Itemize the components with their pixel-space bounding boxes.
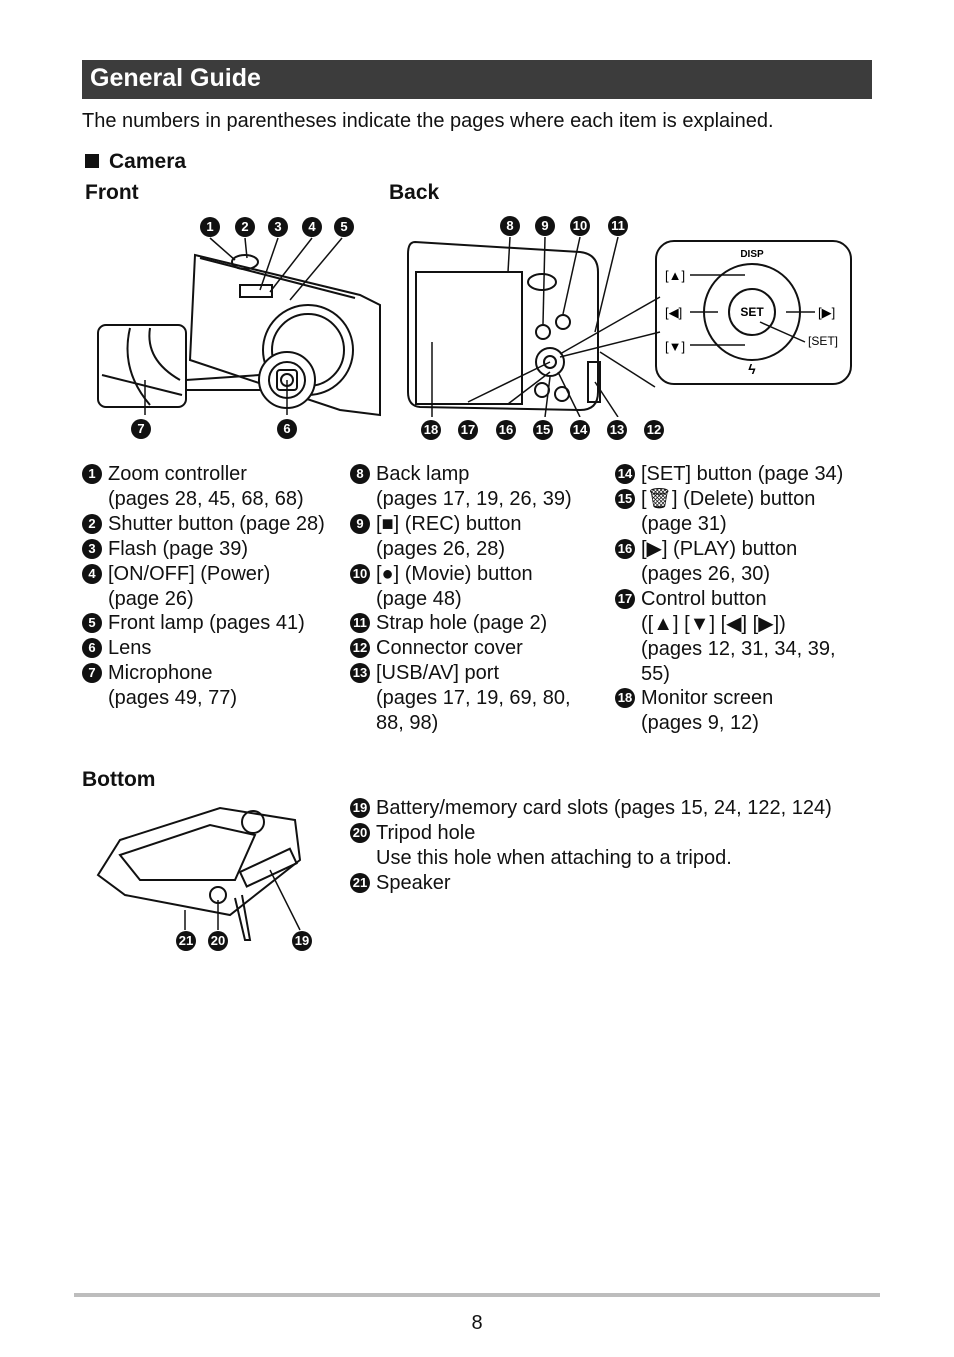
legend-number: 20 — [350, 823, 370, 843]
page-number: 8 — [471, 1312, 483, 1334]
legend-text: [USB/AV] port (pages 17, 19, 69, 80, 88,… — [376, 662, 571, 734]
legend-number: 8 — [350, 464, 370, 484]
legend-text: Shutter button (page 28) — [108, 513, 325, 535]
legend-number: 17 — [615, 589, 635, 609]
dpad-set-button-label: [SET] — [808, 334, 838, 348]
legend-text: Zoom controller (pages 28, 45, 68, 68) — [108, 463, 304, 510]
callout-12: 12 — [644, 420, 664, 440]
section-header: General Guide — [82, 60, 872, 99]
callout-9: 9 — [535, 216, 555, 236]
legend-text: Front lamp (pages 41) — [108, 612, 305, 634]
back-label: Back — [389, 181, 440, 204]
legend-number: 3 — [82, 539, 102, 559]
footer-divider — [74, 1293, 880, 1297]
legend-text: Strap hole (page 2) — [376, 612, 548, 634]
legend-text: Monitor screen (pages 9, 12) — [641, 687, 774, 734]
callout-11: 11 — [608, 216, 628, 236]
callout-10: 10 — [570, 216, 590, 236]
legend-text: [■] (REC) button (pages 26, 28) — [376, 513, 522, 560]
legend-number: 19 — [350, 798, 370, 818]
legend-text: [●] (Movie) button (page 48) — [376, 563, 533, 610]
legend-number: 1 — [82, 464, 102, 484]
callout-4: 4 — [302, 217, 322, 237]
legend-number: 14 — [615, 464, 635, 484]
legend-text: Flash (page 39) — [108, 538, 249, 560]
legend-text: [▶] (PLAY) button (pages 26, 30) — [641, 538, 798, 585]
legend-text: Battery/memory card slots (pages 15, 24,… — [376, 797, 832, 819]
legend-number: 15 — [615, 489, 635, 509]
legend-text: [ON/OFF] (Power) (page 26) — [108, 563, 271, 610]
bottom-label: Bottom — [82, 768, 156, 791]
legend-text: [SET] button (page 34) — [641, 463, 844, 485]
legend-text: Back lamp (pages 17, 19, 26, 39) — [376, 463, 572, 510]
legend-number: 4 — [82, 564, 102, 584]
legend-text: Connector cover — [376, 637, 523, 659]
intro-text: The numbers in parentheses indicate the … — [82, 110, 774, 132]
legend-number: 16 — [615, 539, 635, 559]
legend-number: 18 — [615, 688, 635, 708]
page-title: General Guide — [90, 64, 261, 92]
callout-21: 21 — [176, 931, 196, 951]
callout-15: 15 — [533, 420, 553, 440]
callout-5: 5 — [334, 217, 354, 237]
square-bullet-icon — [85, 154, 99, 168]
callout-3: 3 — [268, 217, 288, 237]
dpad-up-label: [▲] — [665, 268, 685, 283]
callout-8: 8 — [500, 216, 520, 236]
dpad-disp-label: DISP — [740, 249, 764, 260]
front-label: Front — [85, 181, 139, 204]
legend-number: 11 — [350, 613, 370, 633]
dpad-right-label: [▶] — [818, 305, 835, 320]
legend-number: 7 — [82, 663, 102, 683]
callout-6: 6 — [277, 419, 297, 439]
legend-text: Microphone (pages 49, 77) — [108, 662, 237, 709]
callout-19: 19 — [292, 931, 312, 951]
legend-text: Control button ([▲] [▼] [◀] [▶]) (pages … — [641, 588, 836, 685]
back-camera-illustration: DISP SET [▲] [◀] [▶] [▼] [SET] ϟ — [407, 236, 852, 417]
dpad-down-label: [▼] — [665, 339, 685, 354]
legend-number: 6 — [82, 638, 102, 658]
legend-number: 5 — [82, 613, 102, 633]
callout-1: 1 — [200, 217, 220, 237]
callout-7: 7 — [131, 419, 151, 439]
dpad-left-label: [◀] — [665, 305, 682, 320]
callout-16: 16 — [496, 420, 516, 440]
callout-13: 13 — [607, 420, 627, 440]
callout-20: 20 — [208, 931, 228, 951]
legend-number: 21 — [350, 873, 370, 893]
legend-number: 13 — [350, 663, 370, 683]
legend-text: [🗑] (Delete) button (page 31) — [641, 488, 816, 535]
flash-icon: ϟ — [748, 361, 756, 377]
camera-heading: Camera — [85, 150, 186, 174]
callout-18: 18 — [421, 420, 441, 440]
dpad-set-label: SET — [740, 305, 764, 319]
front-camera-illustration — [97, 237, 381, 417]
legend-number: 12 — [350, 638, 370, 658]
legend-text: Lens — [108, 637, 152, 659]
callout-2: 2 — [235, 217, 255, 237]
callout-14: 14 — [570, 420, 590, 440]
legend-number: 9 — [350, 514, 370, 534]
legend-text: Speaker — [376, 872, 451, 894]
legend-number: 10 — [350, 564, 370, 584]
legend-text: Tripod hole Use this hole when attaching… — [376, 822, 732, 869]
callout-17: 17 — [458, 420, 478, 440]
legend-number: 2 — [82, 514, 102, 534]
bottom-camera-illustration — [96, 806, 302, 941]
camera-heading-label: Camera — [109, 150, 187, 173]
